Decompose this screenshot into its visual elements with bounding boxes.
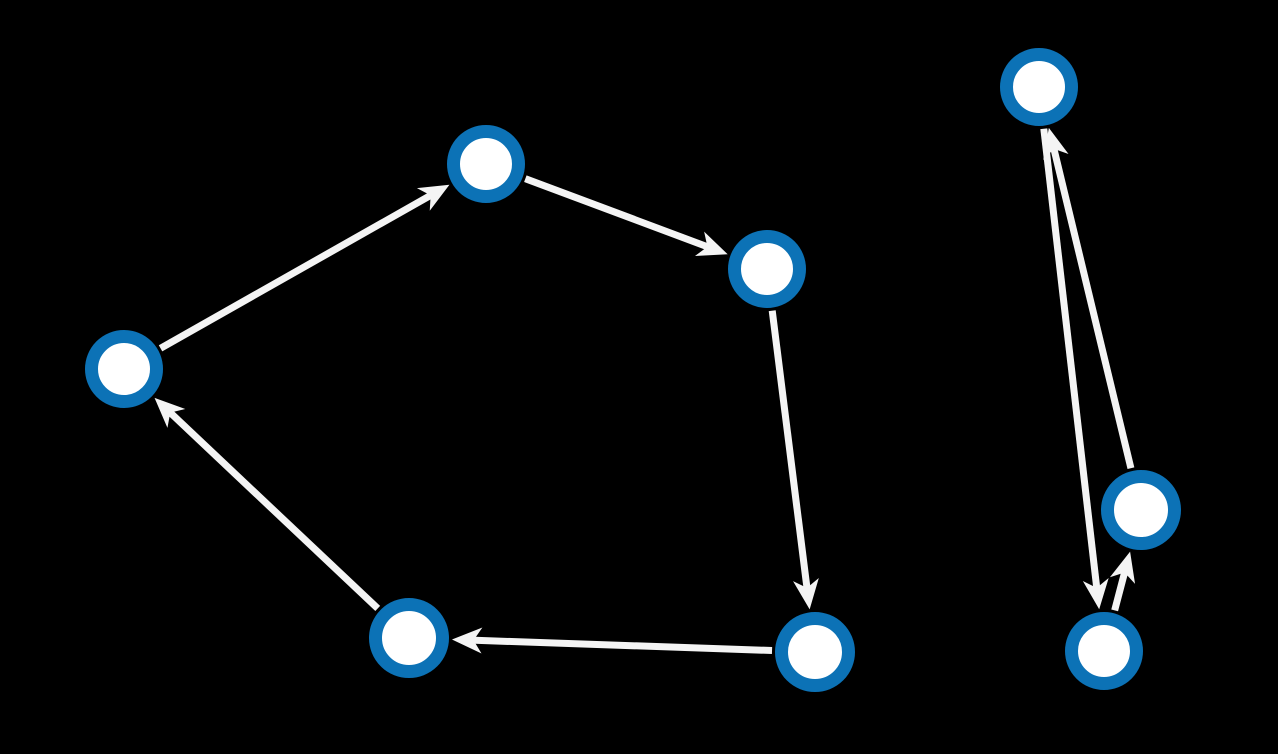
graph-edge[interactable] — [154, 397, 381, 612]
graph-edge[interactable] — [768, 310, 819, 610]
graph-node[interactable] — [1000, 48, 1078, 126]
edge-arrowhead-icon — [451, 627, 483, 654]
graph-node[interactable] — [85, 330, 163, 408]
node-circle — [369, 598, 449, 678]
graph-edge[interactable] — [524, 175, 728, 256]
edge-arrowhead-icon — [1082, 577, 1109, 610]
edge-arrowhead-icon — [416, 184, 450, 211]
graph-edge[interactable] — [1109, 551, 1136, 612]
edge-arrowhead-icon — [1043, 127, 1069, 161]
node-circle — [1065, 612, 1143, 690]
edge-line — [1050, 145, 1135, 470]
nodes-layer — [85, 48, 1181, 692]
edge-arrowhead-icon — [695, 231, 728, 256]
graph-node[interactable] — [728, 230, 806, 308]
graph-node[interactable] — [1101, 470, 1181, 550]
edge-line — [524, 175, 711, 251]
graph-edge[interactable] — [451, 627, 773, 655]
edge-arrowhead-icon — [793, 577, 819, 610]
edge-line — [158, 191, 435, 352]
edges-layer — [154, 127, 1136, 655]
graph-node[interactable] — [775, 612, 855, 692]
graph-edge[interactable] — [158, 184, 450, 352]
edge-line — [768, 310, 811, 591]
edge-arrowhead-icon — [1109, 551, 1136, 584]
node-circle — [1000, 48, 1078, 126]
graph-edge[interactable] — [1043, 127, 1135, 470]
edge-line — [166, 408, 381, 612]
graph-node[interactable] — [447, 125, 525, 203]
graph-edge[interactable] — [1040, 128, 1109, 610]
node-circle — [775, 612, 855, 692]
edge-line — [1040, 128, 1101, 591]
graph-node[interactable] — [1065, 612, 1143, 690]
edge-line — [1111, 569, 1129, 612]
node-circle — [728, 230, 806, 308]
node-circle — [1101, 470, 1181, 550]
graph-node[interactable] — [369, 598, 449, 678]
node-circle — [447, 125, 525, 203]
node-circle — [85, 330, 163, 408]
edge-arrowhead-icon — [154, 397, 186, 428]
edge-line — [471, 636, 773, 655]
